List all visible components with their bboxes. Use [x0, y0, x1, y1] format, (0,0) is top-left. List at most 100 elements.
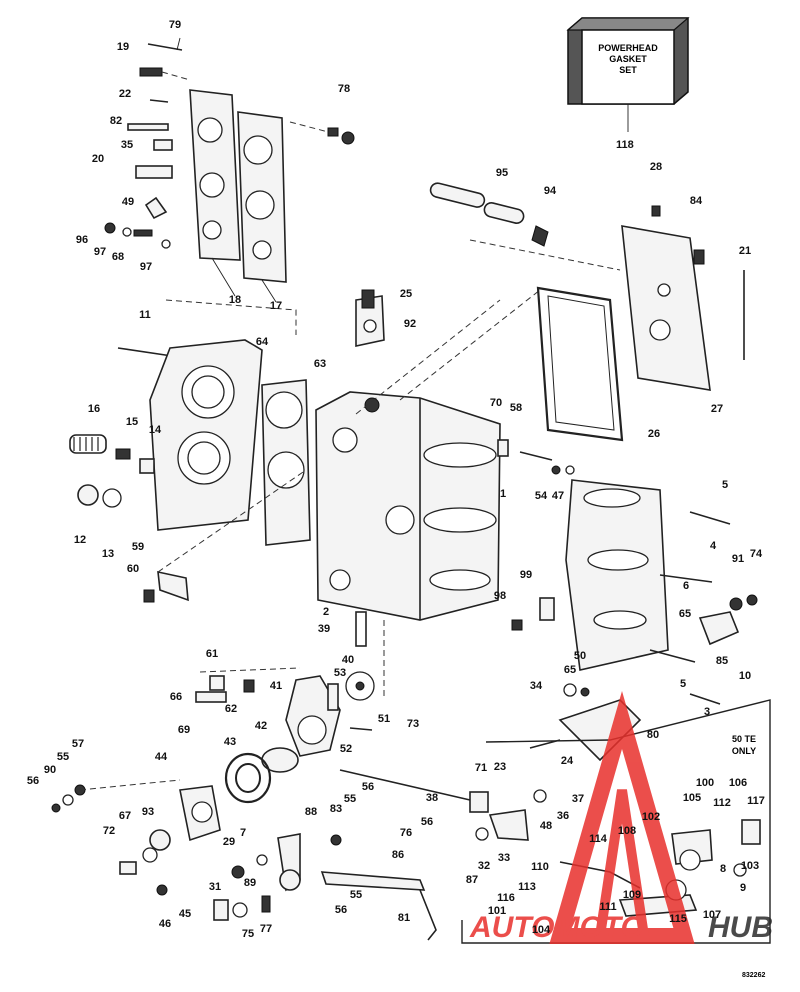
- callout-64: 64: [256, 336, 269, 348]
- gasket-box-line-2: GASKET: [609, 54, 647, 64]
- callout-92: 92: [404, 318, 416, 330]
- callout-56: 56: [362, 781, 374, 793]
- callout-3: 3: [704, 706, 710, 718]
- callout-44: 44: [155, 751, 168, 763]
- callout-10: 10: [739, 670, 751, 682]
- callout-73: 73: [407, 718, 419, 730]
- callout-55: 55: [350, 889, 362, 901]
- powerhead-gasket-set-box: POWERHEAD GASKET SET 118: [566, 17, 690, 151]
- inset-label-line-2: ONLY: [732, 746, 756, 756]
- callout-54: 54: [535, 490, 548, 502]
- callout-18: 18: [229, 294, 241, 306]
- callout-105: 105: [683, 792, 701, 804]
- callout-94: 94: [544, 185, 557, 197]
- callout-74: 74: [750, 548, 763, 560]
- callout-13: 13: [102, 548, 114, 560]
- watermark-logo: AUTOMOTO HUB: [469, 691, 773, 944]
- callout-89: 89: [244, 877, 256, 889]
- callout-101: 101: [488, 905, 506, 917]
- callout-34: 34: [530, 680, 543, 692]
- callout-17: 17: [270, 300, 282, 312]
- callout-62: 62: [225, 703, 237, 715]
- callout-28: 28: [650, 161, 662, 173]
- callout-40: 40: [342, 654, 354, 666]
- callout-100: 100: [696, 777, 714, 789]
- callout-79: 79: [169, 19, 181, 31]
- callout-35: 35: [121, 139, 133, 151]
- callout-108: 108: [618, 825, 636, 837]
- callout-47: 47: [552, 490, 564, 502]
- callout-5: 5: [722, 479, 728, 491]
- callout-29: 29: [223, 836, 235, 848]
- callout-72: 72: [103, 825, 115, 837]
- callout-90: 90: [44, 764, 56, 776]
- callout-52: 52: [340, 743, 352, 755]
- cylinder-block: [315, 289, 541, 700]
- callout-115: 115: [669, 913, 687, 925]
- callout-39: 39: [318, 623, 330, 635]
- callout-19: 19: [117, 41, 129, 53]
- callout-63: 63: [314, 358, 326, 370]
- callout-57: 57: [72, 738, 84, 750]
- callout-36: 36: [557, 810, 569, 822]
- callout-48: 48: [540, 820, 552, 832]
- callout-68: 68: [112, 251, 124, 263]
- callout-55: 55: [57, 751, 69, 763]
- callout-107: 107: [703, 909, 721, 921]
- exhaust-cover-group: [69, 339, 311, 603]
- callout-32: 32: [478, 860, 490, 872]
- callout-1: 1: [500, 488, 506, 500]
- callout-31: 31: [209, 881, 221, 893]
- callout-75: 75: [242, 928, 254, 940]
- callout-77: 77: [260, 923, 272, 935]
- callout-60: 60: [127, 563, 139, 575]
- callout-69: 69: [178, 724, 190, 736]
- callout-70: 70: [490, 397, 502, 409]
- callout-46: 46: [159, 918, 171, 930]
- watermark-text-hub: HUB: [708, 911, 773, 944]
- callout-55: 55: [344, 793, 356, 805]
- callout-84: 84: [690, 195, 703, 207]
- callout-7: 7: [240, 827, 246, 839]
- callout-71: 71: [475, 762, 487, 774]
- callout-116: 116: [497, 892, 515, 904]
- callout-27: 27: [711, 403, 723, 415]
- head-cover-group: [104, 37, 355, 335]
- callout-42: 42: [255, 720, 267, 732]
- callout-56: 56: [27, 775, 39, 787]
- callout-104: 104: [532, 924, 551, 936]
- callout-82: 82: [110, 115, 122, 127]
- callout-110: 110: [531, 861, 549, 873]
- callout-98: 98: [494, 590, 506, 602]
- callout-102: 102: [642, 811, 660, 823]
- callout-86: 86: [392, 849, 404, 861]
- callout-26: 26: [648, 428, 660, 440]
- gasket-box-line-1: POWERHEAD: [598, 43, 658, 53]
- callout-21: 21: [739, 245, 751, 257]
- callout-88: 88: [305, 806, 317, 818]
- callout-78: 78: [338, 83, 350, 95]
- callout-8: 8: [720, 863, 726, 875]
- callout-83: 83: [330, 803, 342, 815]
- callout-81: 81: [398, 912, 410, 924]
- callout-99: 99: [520, 569, 532, 581]
- callout-114: 114: [589, 833, 608, 845]
- callout-109: 109: [623, 889, 641, 901]
- callout-14: 14: [149, 424, 162, 436]
- callout-97: 97: [140, 261, 152, 273]
- callout-15: 15: [126, 416, 138, 428]
- callout-59: 59: [132, 541, 144, 553]
- gasket-box-line-3: SET: [619, 65, 637, 75]
- callout-65: 65: [679, 608, 691, 620]
- callout-61: 61: [206, 648, 218, 660]
- callout-103: 103: [741, 860, 759, 872]
- callout-76: 76: [400, 827, 412, 839]
- callout-96: 96: [76, 234, 88, 246]
- callout-41: 41: [270, 680, 282, 692]
- gasket-box-ref: 118: [616, 139, 634, 151]
- callout-66: 66: [170, 691, 182, 703]
- callout-4: 4: [710, 540, 717, 552]
